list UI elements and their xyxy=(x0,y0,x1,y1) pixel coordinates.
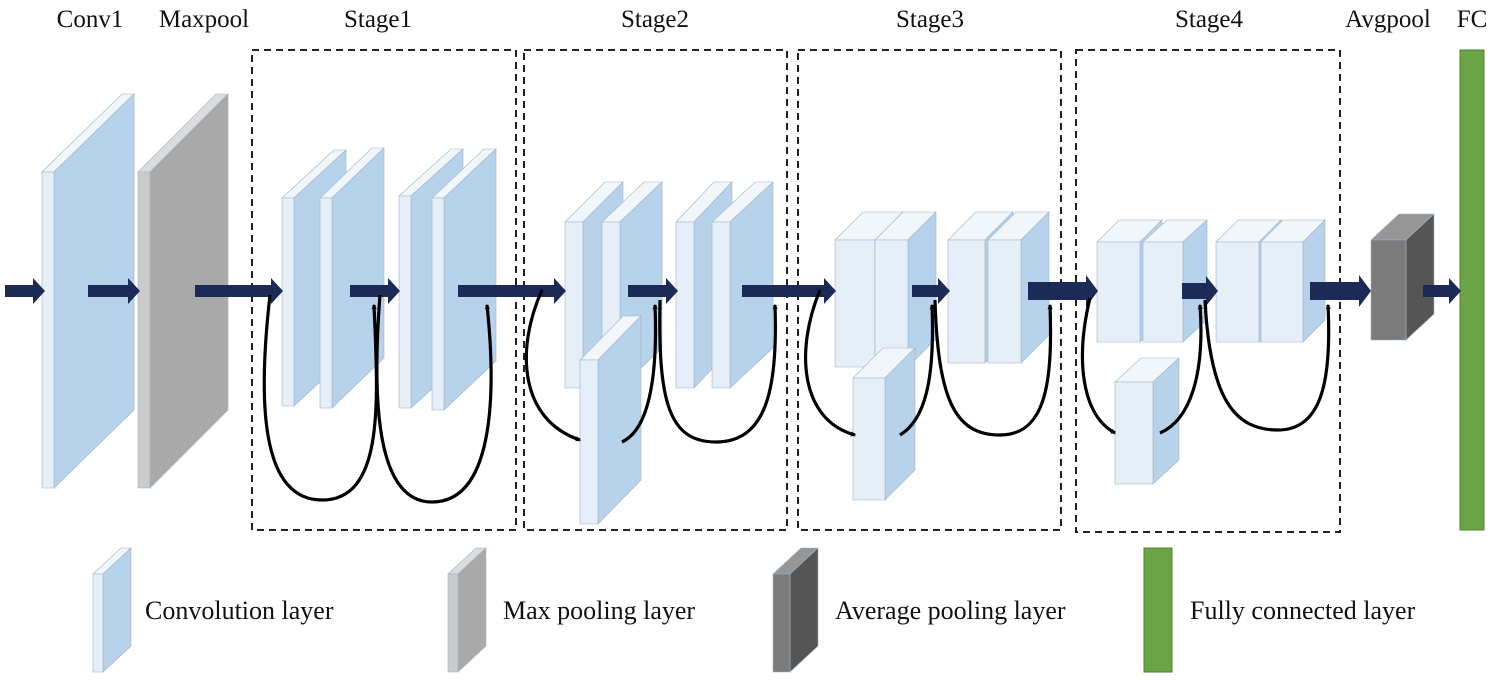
legend-average-pooling-icon xyxy=(772,547,819,673)
header-stage4: Stage4 xyxy=(1175,6,1244,33)
stage3-downsample-conv-front xyxy=(852,377,886,501)
flow-arrows xyxy=(5,275,1461,307)
skip-connection-s2-b xyxy=(621,303,658,444)
fully-connected-layer xyxy=(1459,49,1485,531)
arrow-stage4-avgpool xyxy=(1310,275,1371,307)
arrow-stage1-stage2 xyxy=(458,278,566,304)
legend-icons xyxy=(92,547,819,673)
arrow-stage4-mid xyxy=(1182,276,1218,306)
stage3-conv-4-front xyxy=(987,239,1022,364)
legend-convolution-icon xyxy=(92,547,132,673)
stage2-conv-3-front xyxy=(675,221,695,389)
legend-max-pooling-label: Max pooling layer xyxy=(503,596,695,625)
legend-convolution-label: Convolution layer xyxy=(145,596,334,625)
legend-fully-connected-label: Fully connected layer xyxy=(1190,596,1416,625)
avgpool-layer xyxy=(1370,213,1435,341)
stage1-conv-1-front xyxy=(281,197,295,407)
skip-connection-s1-b xyxy=(375,294,493,504)
stage1-conv-4-front xyxy=(431,197,445,411)
stage2-downsample-conv-front xyxy=(579,359,599,525)
arrow-input xyxy=(5,278,45,304)
skip-connection-s2-a xyxy=(524,289,582,442)
stage4-conv-2-front xyxy=(1142,241,1184,343)
stage2-conv-4-front xyxy=(711,221,731,389)
stage4-conv-2-side xyxy=(1182,219,1208,343)
stage4-conv-1-front xyxy=(1096,241,1141,343)
skip-connection-s2-c xyxy=(658,299,778,444)
stage4-downsample-conv xyxy=(1114,357,1180,485)
arrow-stage3-stage4 xyxy=(1028,275,1098,307)
stage3-conv-1-front xyxy=(834,239,876,368)
stage4-conv-4 xyxy=(1260,219,1326,343)
arrow-avgpool-fc xyxy=(1423,278,1461,304)
skip-connection-s4-a xyxy=(1080,297,1116,435)
stage4-conv-4-side xyxy=(1302,219,1326,343)
header-fc: FC xyxy=(1457,6,1488,33)
arrow-stage2-stage3 xyxy=(742,278,836,304)
header-stage2: Stage2 xyxy=(621,6,689,33)
legend: Convolution layer Max pooling layer Aver… xyxy=(92,547,1416,673)
stage1-conv-2 xyxy=(319,147,385,409)
skip-connection-s3-a xyxy=(804,289,857,437)
conv1-layer-front xyxy=(41,171,55,489)
stage3-conv-3-front xyxy=(947,239,986,364)
skip-connection-s4-b xyxy=(1159,303,1204,435)
header-stage1: Stage1 xyxy=(344,6,412,33)
arrow-conv1-maxpool xyxy=(88,278,140,304)
header-avgpool: Avgpool xyxy=(1345,6,1431,33)
stage1-conv-2-front xyxy=(319,197,333,409)
legend-max-pooling-icon xyxy=(447,547,487,673)
legend-convolution-icon-front xyxy=(92,573,104,673)
legend-fc-swatch xyxy=(1143,547,1173,673)
stage3-downsample-conv xyxy=(852,347,916,501)
stage1-conv-4 xyxy=(431,148,497,411)
legend-average-pooling-icon-front xyxy=(772,573,791,673)
arrow-stage1-mid xyxy=(350,278,400,304)
header-stage3: Stage3 xyxy=(896,6,964,33)
skip-connection-s3-b xyxy=(899,303,935,437)
arrow-stage3-mid xyxy=(912,278,950,304)
avgpool-layer-front xyxy=(1370,239,1407,341)
skip-connections xyxy=(262,289,1331,504)
header-maxpool: Maxpool xyxy=(159,6,249,33)
stage4-downsample-conv-front xyxy=(1114,381,1154,485)
stage2-downsample-conv xyxy=(579,315,642,525)
legend-max-pooling-icon-front xyxy=(447,573,459,673)
arrow-stage2-mid xyxy=(628,278,678,304)
stage4-conv-3-front xyxy=(1215,241,1260,343)
skip-connection-s3-c xyxy=(933,299,1053,437)
maxpool-layer-front xyxy=(137,171,151,489)
stage4-conv-4-front xyxy=(1260,241,1304,343)
skip-connection-s4-c xyxy=(1203,299,1331,432)
legend-average-pooling-label: Average pooling layer xyxy=(835,596,1066,625)
maxpool-layer xyxy=(137,93,229,489)
arrow-maxpool-stage1 xyxy=(195,278,283,304)
stage4-conv-2 xyxy=(1142,219,1208,343)
layer-blocks xyxy=(41,49,1485,531)
stage1-conv-3-front xyxy=(398,195,412,409)
header-conv1: Conv1 xyxy=(57,6,124,33)
